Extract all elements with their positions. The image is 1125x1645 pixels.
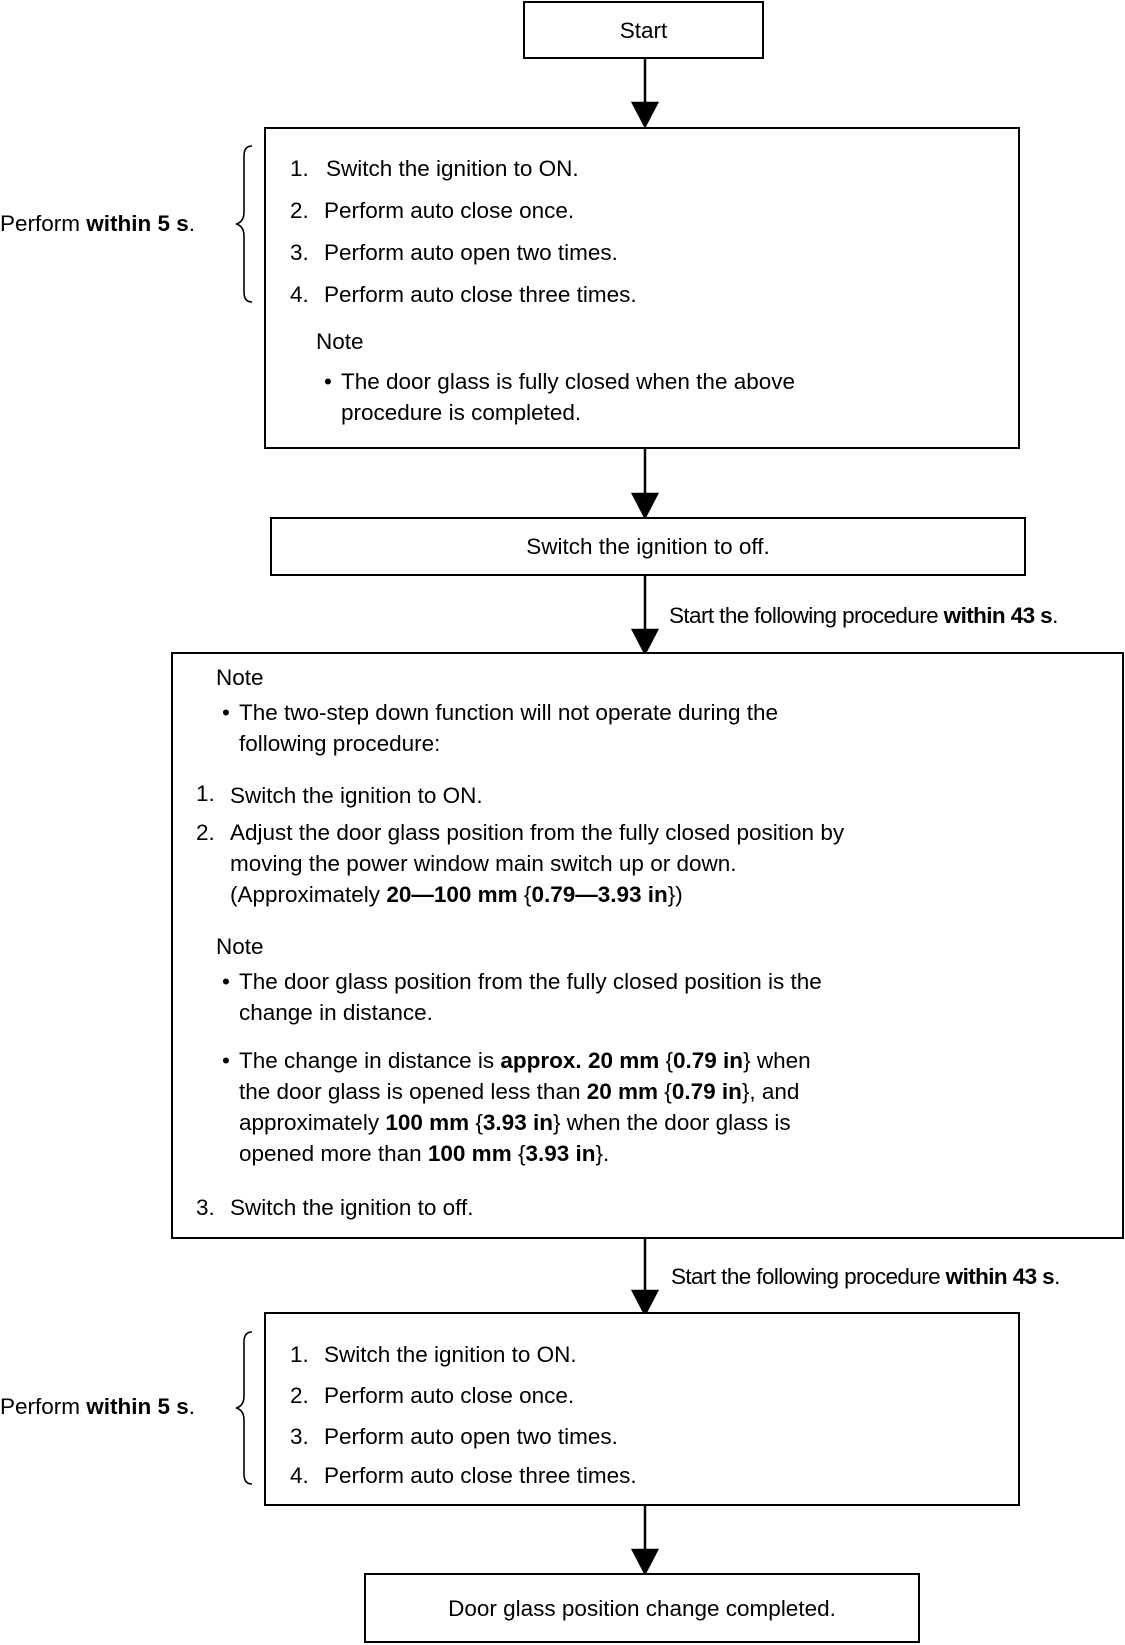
step-num: 2. [290,1383,309,1408]
step-num: 3. [290,1424,309,1449]
step-num: 3. [290,240,309,265]
bullet: • [222,700,230,725]
step-text: Perform auto open two times. [324,1424,618,1449]
bullet: • [222,969,230,994]
note-text: opened more than 100 mm {3.93 in}. [239,1140,609,1167]
step-text: moving the power window main switch up o… [230,851,737,876]
step-text: Perform auto open two times. [324,240,618,265]
step-num: 1. [290,1342,309,1367]
text-run: approximately [239,1110,386,1135]
step-num: 4. [290,282,309,307]
step-num: 4. [290,1463,309,1488]
note-label: Note [216,934,264,959]
start-following-bold: within 43 s [945,1264,1055,1289]
text-run: } when the door glass is [552,1110,791,1135]
step-text: Switch the ignition to ON. [324,1342,577,1367]
step-text: Perform auto close once. [324,1383,575,1408]
ignition-off-box: Switch the ignition to off. [270,517,1026,576]
step-text: Adjust the door glass position from the … [230,820,845,845]
text-bold: 0.79 in [671,1079,742,1104]
text-bold: 100 mm [385,1110,470,1135]
side-label-pre: Perform [0,211,87,236]
step-text-range: (Approximately 20—100 mm {0.79—3.93 in}) [230,881,683,908]
bullet: • [324,369,332,394]
text-run: (Approximately [230,882,387,907]
text-run: { [659,1048,674,1073]
procedure-box-1 [264,127,1020,449]
bullet: • [222,1048,230,1073]
side-label-post: . [188,1394,196,1419]
start-following-pre: Start the following procedure [669,603,944,628]
note-label: Note [216,665,264,690]
start-following-bold: within 43 s [943,603,1053,628]
side-label-bottom: Perform within 5 s. [0,1393,195,1420]
start-following-label-1: Start the following procedure within 43 … [669,602,1058,629]
step-text: Switch the ignition to ON. [326,156,579,181]
step-text: Perform auto close three times. [324,1463,637,1488]
text-bold: 20—100 mm [386,882,518,907]
brace-top [235,145,253,303]
text-run: }. [595,1141,610,1166]
start-following-pre: Start the following procedure [671,1264,946,1289]
text-run: { [517,882,532,907]
note-text: procedure is completed. [341,400,582,425]
text-bold: 0.79 in [673,1048,744,1073]
start-following-label-2: Start the following procedure within 43 … [671,1263,1060,1290]
brace-bottom [235,1331,253,1485]
note-text: The door glass position from the fully c… [239,969,822,994]
side-label-post: . [188,211,196,236]
step-num: 2. [290,198,309,223]
step-num: 2. [196,820,215,845]
text-run: the door glass is opened less than [239,1079,587,1104]
text-bold: 0.79—3.93 in [531,882,668,907]
text-bold: 20 mm [586,1079,659,1104]
start-following-post: . [1054,1264,1060,1289]
note-label: Note [316,329,364,354]
text-bold: approx. 20 mm [500,1048,660,1073]
note-text: The door glass is fully closed when the … [341,369,796,394]
end-label: Door glass position change completed. [448,1595,836,1621]
end-box: Door glass position change completed. [364,1573,920,1643]
text-bold: 100 mm [427,1141,512,1166]
step-num: 1. [196,781,215,806]
note-text: the door glass is opened less than 20 mm… [239,1078,799,1105]
note-text: following procedure: [239,731,441,756]
text-run: } when [743,1048,811,1073]
step-text: Switch the ignition to ON. [230,783,483,808]
procedure-box-2 [171,652,1124,1239]
side-label-pre: Perform [0,1394,87,1419]
text-run: { [511,1141,526,1166]
text-run: }) [667,882,683,907]
note-text: The change in distance is approx. 20 mm … [239,1047,811,1074]
text-run: { [658,1079,672,1104]
step-num: 3. [196,1195,215,1220]
side-label-top: Perform within 5 s. [0,210,195,237]
start-following-post: . [1052,603,1058,628]
text-run: }, and [741,1079,800,1104]
step-text: Perform auto close once. [324,198,575,223]
text-bold: 3.93 in [525,1141,596,1166]
ignition-off-label: Switch the ignition to off. [526,534,770,559]
text-run: opened more than [239,1141,428,1166]
start-label: Start [619,17,668,43]
note-text: change in distance. [239,1000,433,1025]
procedure-box-3 [264,1312,1020,1506]
note-text: approximately 100 mm {3.93 in} when the … [239,1109,791,1136]
step-text: Switch the ignition to off. [230,1195,474,1220]
start-box: Start [523,1,764,59]
text-run: The change in distance is [239,1048,501,1073]
note-text: The two-step down function will not oper… [239,700,779,725]
text-run: { [469,1110,483,1135]
step-text: Perform auto close three times. [324,282,637,307]
step-num: 1. [290,156,309,181]
side-label-bold: within 5 s [86,211,189,236]
text-bold: 3.93 in [482,1110,553,1135]
side-label-bold: within 5 s [86,1394,189,1419]
